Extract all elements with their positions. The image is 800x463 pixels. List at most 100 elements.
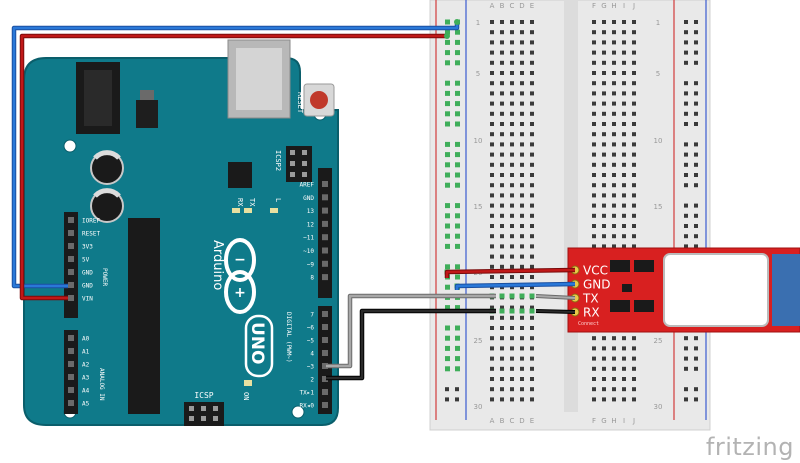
breadboard-hole [520, 183, 524, 188]
breadboard-hole [520, 111, 524, 116]
pin-label: IOREF [82, 218, 100, 225]
breadboard-hole [510, 152, 514, 157]
breadboard-hole [622, 50, 626, 55]
column-letter: E [530, 417, 534, 425]
connected-hole [455, 274, 460, 280]
connected-hole [445, 39, 450, 45]
breadboard-hole [602, 101, 606, 106]
breadboard-hole [612, 50, 616, 55]
breadboard-hole [500, 173, 504, 177]
breadboard-hole [510, 397, 514, 402]
breadboard-hole [500, 244, 504, 249]
breadboard-hole [612, 91, 616, 96]
breadboard-hole [510, 173, 514, 177]
rail-hole [455, 397, 459, 402]
breadboard-hole [602, 162, 606, 167]
breadboard-hole [520, 50, 524, 55]
breadboard-hole [612, 20, 616, 24]
breadboard-hole [500, 213, 504, 218]
header-pin [68, 335, 74, 341]
breadboard-hole [500, 81, 504, 86]
breadboard-hole [530, 254, 534, 259]
breadboard-hole [530, 40, 534, 45]
rail-hole [694, 213, 698, 218]
breadboard-hole [612, 397, 616, 402]
header-pin [322, 234, 328, 241]
breadboard-hole [612, 81, 616, 86]
breadboard-hole [632, 183, 636, 188]
connected-hole [529, 308, 535, 314]
breadboard-hole [632, 397, 636, 402]
rail-hole [694, 152, 698, 157]
rail-hole [684, 162, 688, 167]
breadboard-hole [602, 377, 606, 381]
rail-hole [684, 91, 688, 96]
breadboard-hole [520, 366, 524, 371]
rail-hole [684, 111, 688, 116]
breadboard-hole [510, 20, 514, 24]
connected-hole [455, 50, 460, 56]
connected-hole [445, 152, 450, 158]
breadboard-hole [622, 213, 626, 218]
pin-label: RESET [82, 231, 100, 238]
svg-text:+: + [234, 285, 246, 301]
column-letter: D [519, 2, 524, 10]
breadboard-hole [612, 142, 616, 147]
rail-hole [694, 101, 698, 106]
breadboard-hole [622, 346, 626, 351]
breadboard-hole [520, 193, 524, 198]
breadboard-hole [632, 142, 636, 147]
rx-label: RX [236, 198, 244, 207]
breadboard-hole [490, 111, 494, 116]
breadboard-hole [520, 305, 524, 310]
icsp2-header [286, 146, 312, 182]
breadboard-hole [500, 377, 504, 381]
column-letter: H [611, 417, 616, 425]
breadboard-hole [510, 91, 514, 96]
breadboard-hole [592, 193, 596, 198]
connected-hole [455, 60, 460, 66]
connected-hole [455, 111, 460, 117]
breadboard-hole [622, 71, 626, 75]
breadboard-hole [622, 356, 626, 361]
breadboard-hole [510, 366, 514, 371]
header-pin [68, 295, 74, 301]
column-letter: E [530, 2, 534, 10]
breadboard-hole [490, 142, 494, 147]
breadboard-hole [520, 81, 524, 86]
pin-label: 7 [310, 312, 314, 319]
breadboard-hole [530, 326, 534, 330]
breadboard-hole [530, 173, 534, 177]
breadboard-hole [530, 377, 534, 381]
breadboard-hole [510, 101, 514, 106]
breadboard-hole [500, 315, 504, 320]
row-number: 15 [654, 203, 663, 211]
breadboard-hole [510, 111, 514, 116]
breadboard-hole [632, 50, 636, 55]
rail-hole [694, 346, 698, 351]
breadboard-hole [602, 244, 606, 249]
reset-button[interactable] [303, 83, 335, 117]
module-pin-label: VCC [583, 264, 608, 278]
breadboard-hole [602, 356, 606, 361]
column-letter: F [592, 2, 596, 10]
breadboard-hole [520, 71, 524, 75]
breadboard-hole [530, 50, 534, 55]
breadboard-hole [592, 91, 596, 96]
rail-hole [684, 60, 688, 65]
connected-hole [519, 293, 525, 299]
breadboard-hole [490, 193, 494, 198]
breadboard-hole [612, 122, 616, 126]
breadboard-hole [602, 397, 606, 402]
connected-hole [445, 325, 450, 331]
breadboard-hole [510, 183, 514, 188]
rail-hole [684, 336, 688, 341]
connected-hole [455, 152, 460, 158]
breadboard-hole [592, 30, 596, 35]
breadboard-hole [602, 91, 606, 96]
breadboard-hole [632, 71, 636, 75]
connected-hole [455, 305, 460, 311]
breadboard-hole [530, 397, 534, 402]
breadboard-hole [490, 264, 494, 269]
breadboard-hole [530, 213, 534, 218]
